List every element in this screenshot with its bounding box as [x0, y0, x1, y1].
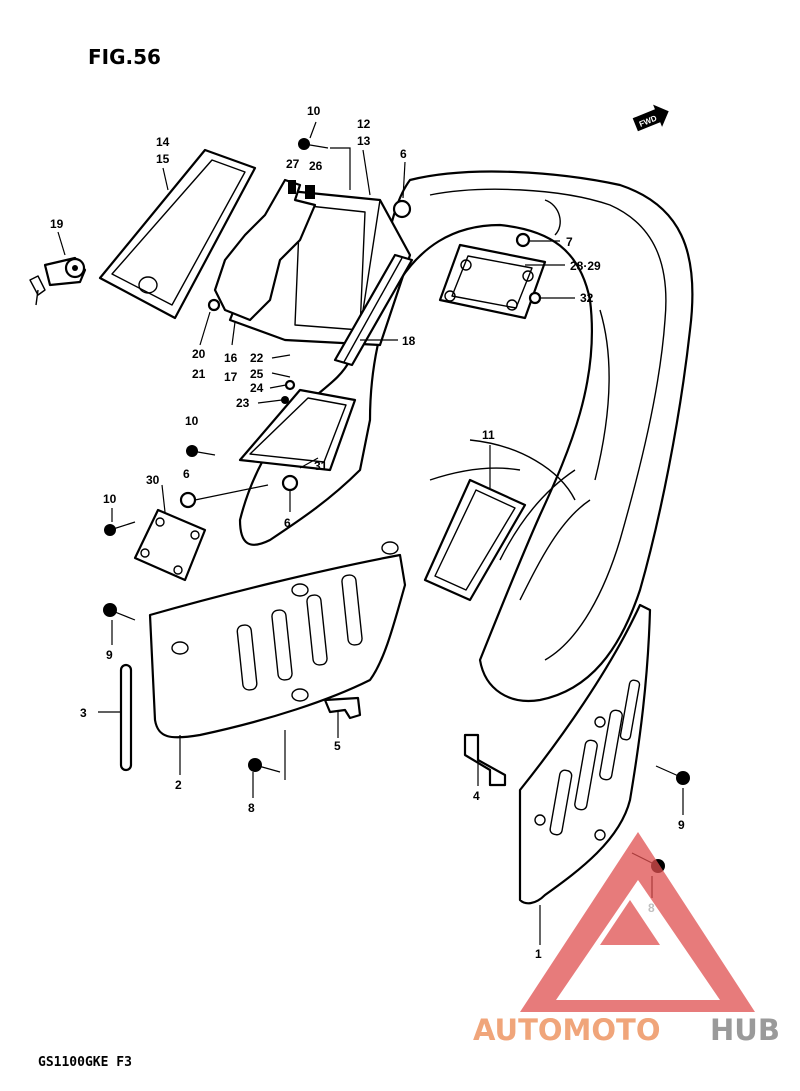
right-side-panel — [518, 603, 652, 905]
bracket-4 — [463, 733, 507, 787]
washer-24 — [284, 379, 296, 391]
callout-24: 24 — [250, 381, 264, 395]
callout-1: 1 — [535, 947, 542, 961]
callout-32: 32 — [580, 291, 594, 305]
callout-17: 17 — [224, 370, 238, 384]
callout-8a: 8 — [248, 801, 255, 815]
grommet-7 — [515, 232, 531, 248]
callout-10c: 10 — [103, 492, 117, 506]
callout-21: 21 — [192, 367, 206, 381]
callout-15: 15 — [156, 152, 170, 166]
screw-10-mid — [186, 445, 216, 457]
screw-10-top — [298, 138, 329, 150]
fasteners — [103, 138, 690, 873]
leader-lines — [57, 121, 684, 945]
model-code: GS1100GKE F3 — [38, 1055, 132, 1070]
key-lock — [29, 256, 87, 306]
screw-23 — [281, 396, 289, 404]
bolt-9-right — [655, 765, 690, 785]
callout-16: 16 — [224, 351, 238, 365]
callout-22: 22 — [250, 351, 264, 365]
callout-11: 11 — [482, 428, 495, 442]
callout-28-29: 28·29 — [570, 259, 601, 273]
callout-19: 19 — [50, 217, 64, 231]
callout-20: 20 — [192, 347, 206, 361]
bolt-9-left — [103, 603, 136, 621]
rod — [119, 663, 133, 772]
screw-32 — [528, 291, 542, 305]
callout-6a: 6 — [400, 147, 407, 161]
callout-23: 23 — [236, 396, 250, 410]
frame-loop — [423, 478, 527, 602]
callout-7: 7 — [566, 235, 573, 249]
left-side-panel — [148, 541, 407, 739]
cover-bracket — [213, 178, 317, 322]
figure-title: FIG.56 — [88, 45, 161, 69]
nut-6-low — [281, 474, 299, 492]
side-cover — [98, 148, 257, 320]
callout-10a: 10 — [307, 104, 321, 118]
lower-cover-panel — [238, 388, 357, 472]
callout-6b: 6 — [183, 467, 190, 481]
callout-10b: 10 — [185, 414, 199, 428]
callout-31: 31 — [314, 459, 328, 473]
automotohub-logo — [520, 832, 755, 1012]
callout-14: 14 — [156, 135, 170, 149]
callout-27: 27 — [286, 157, 300, 171]
clip-20 — [207, 298, 221, 312]
bracket-5 — [323, 696, 362, 720]
callout-25: 25 — [250, 367, 264, 381]
clip-27 — [288, 180, 296, 194]
callout-12: 12 — [357, 117, 371, 131]
lock-plate — [438, 243, 547, 320]
callout-9a: 9 — [106, 648, 113, 662]
fwd-arrow-icon: FWD — [632, 104, 669, 132]
bolt-8-left — [248, 758, 281, 773]
callout-18: 18 — [402, 334, 416, 348]
callout-3: 3 — [80, 706, 87, 720]
callout-6c: 6 — [284, 516, 291, 530]
callout-13: 13 — [357, 134, 371, 148]
nut-6-top — [392, 199, 412, 219]
nut-6-mid — [179, 491, 197, 509]
callout-26: 26 — [309, 159, 323, 173]
watermark-text-2: HUB — [710, 1013, 780, 1047]
small-plate — [133, 508, 207, 582]
callout-9b: 9 — [678, 818, 685, 832]
callout-labels: 10 12 13 14 15 6 27 26 19 7 28·29 32 18 … — [50, 104, 685, 961]
callout-5: 5 — [334, 739, 341, 753]
callout-4: 4 — [473, 789, 480, 803]
callout-30: 30 — [146, 473, 160, 487]
screw-10-left — [104, 521, 136, 536]
callout-2: 2 — [175, 778, 182, 792]
watermark-text-1: AUTOMOTO — [473, 1013, 660, 1047]
clip-26 — [305, 185, 315, 199]
